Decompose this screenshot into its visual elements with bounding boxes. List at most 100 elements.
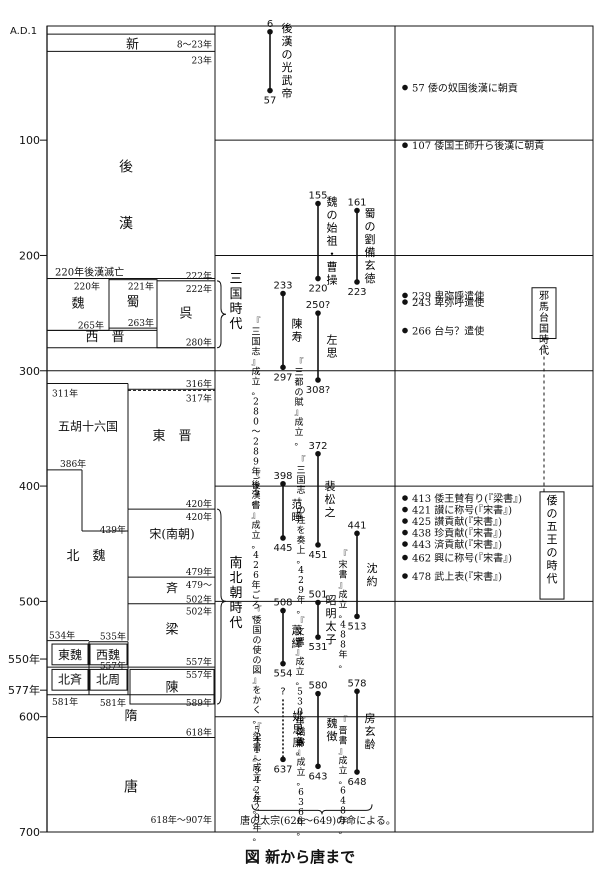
label: 618年〜907年 <box>151 814 212 826</box>
vertical-char: の <box>365 220 376 233</box>
vertical-char: 8 <box>253 408 259 418</box>
vertical-char: 成 <box>252 762 261 774</box>
vertical-char: 魏 <box>327 195 338 209</box>
life-dot <box>354 769 360 775</box>
vertical-char: 。 <box>296 778 305 788</box>
vertical-char: 成 <box>295 655 304 667</box>
vertical-char: 』 <box>295 647 304 657</box>
vertical-char: 2 <box>253 561 259 571</box>
vertical-char: 『 <box>251 317 260 328</box>
vertical-char: 立 <box>338 765 347 777</box>
vertical-char: 3 <box>298 798 304 808</box>
vertical-char: 都 <box>294 377 303 388</box>
life-dot <box>315 542 321 548</box>
vertical-char: 年 <box>295 715 304 727</box>
vertical-char: 代 <box>229 317 242 332</box>
event-item: 425 讃貢献(『宋書』) <box>412 515 502 528</box>
vertical-char: 立 <box>338 599 347 611</box>
birth-year: 161 <box>347 197 366 208</box>
vertical-char: 徴 <box>327 729 338 743</box>
vertical-char: の <box>282 48 293 61</box>
vertical-char: 』 <box>338 581 347 591</box>
label: 557年 <box>100 660 126 672</box>
death-year: 648 <box>347 777 366 788</box>
vertical-char: 邪 <box>539 290 549 302</box>
tang-note: 唐の太宗(626〜649)の命による。 <box>240 814 396 827</box>
vertical-char: 。 <box>294 438 303 448</box>
vertical-char: 年 <box>251 579 260 591</box>
figure-name: 姚思廉 <box>293 709 304 749</box>
event-item: 438 珍貢献(『宋書』) <box>412 527 502 540</box>
vertical-char: の <box>252 656 261 666</box>
vertical-char: 『 <box>295 616 304 627</box>
life-dot <box>402 292 408 299</box>
label: 8〜23年 <box>177 38 212 50</box>
event-item: 443 済貢献(『宋書』) <box>412 538 502 551</box>
life-dot <box>280 290 286 297</box>
event-item: 413 倭王賛有り(『梁書』) <box>412 492 522 505</box>
vertical-char: 』 <box>252 754 261 764</box>
dynasty-wuhu: 五胡十六国 <box>58 420 118 434</box>
vertical-char: 成 <box>294 416 303 428</box>
vertical-char: 年 <box>296 816 305 828</box>
vertical-char: の <box>547 546 558 559</box>
vertical-char: 。 <box>252 716 261 726</box>
death-year: 297 <box>273 372 292 383</box>
life-dot <box>402 529 408 536</box>
figure-caption: 図 新から唐まで <box>244 848 356 866</box>
label: 魏 <box>71 296 84 311</box>
vertical-char: 三 <box>296 466 305 476</box>
vertical-char: 年 <box>252 822 261 834</box>
vertical-char: 9 <box>254 814 260 824</box>
vertical-char: 書 <box>338 569 347 581</box>
vertical-char: 。 <box>252 806 261 816</box>
vertical-char: 陳 <box>292 317 303 330</box>
life-dot <box>267 87 273 94</box>
vertical-char: 。 <box>251 388 260 398</box>
vertical-char: 5 <box>297 687 303 697</box>
vertical-char: 『 <box>338 550 347 561</box>
vertical-char: 『 <box>338 716 347 727</box>
vertical-char: 書 <box>251 499 260 511</box>
vertical-char: 帝 <box>282 86 293 100</box>
brace <box>216 280 227 349</box>
label: 386年 <box>60 458 86 470</box>
vertical-char: 三 <box>229 272 242 287</box>
figure-name: 房玄齢 <box>365 712 376 751</box>
axis-tick-label: 550年 <box>8 652 40 666</box>
vertical-char: 代 <box>547 572 558 585</box>
label: 479〜 <box>186 581 212 591</box>
label: 220年後漢滅亡 <box>55 266 124 279</box>
axis-tick-label: 600 <box>19 711 40 724</box>
dynasty-song: 宋(南朝) <box>149 526 194 541</box>
vertical-char: 4 <box>340 797 346 807</box>
label: 535年 <box>100 631 126 643</box>
figure-name: 蕭繹 <box>292 624 303 650</box>
life-dot <box>402 541 408 547</box>
birth-year: 578 <box>347 678 366 689</box>
vertical-char: 図 <box>252 665 261 676</box>
label: 502年 <box>186 606 212 618</box>
vertical-char: 立 <box>252 772 261 784</box>
label: 蜀 <box>126 295 139 310</box>
vertical-char: 志 <box>251 346 260 358</box>
vertical-char: 太 <box>326 620 337 633</box>
vertical-char: 。 <box>338 827 347 837</box>
birth-year: 441 <box>347 520 366 531</box>
life-dot <box>402 84 408 91</box>
vertical-char: 4 <box>254 736 260 746</box>
vertical-char: 0 <box>297 707 303 717</box>
vertical-char: 時 <box>547 559 558 572</box>
life-dot <box>280 535 286 541</box>
label: 420年 <box>186 511 212 523</box>
vertical-char: 。 <box>338 777 347 787</box>
label: 265年 <box>78 319 104 331</box>
vertical-char: 成 <box>338 589 347 601</box>
vertical-char: 成 <box>338 755 347 767</box>
vertical-char: 。 <box>251 611 260 621</box>
vertical-char: 6 <box>298 788 304 798</box>
